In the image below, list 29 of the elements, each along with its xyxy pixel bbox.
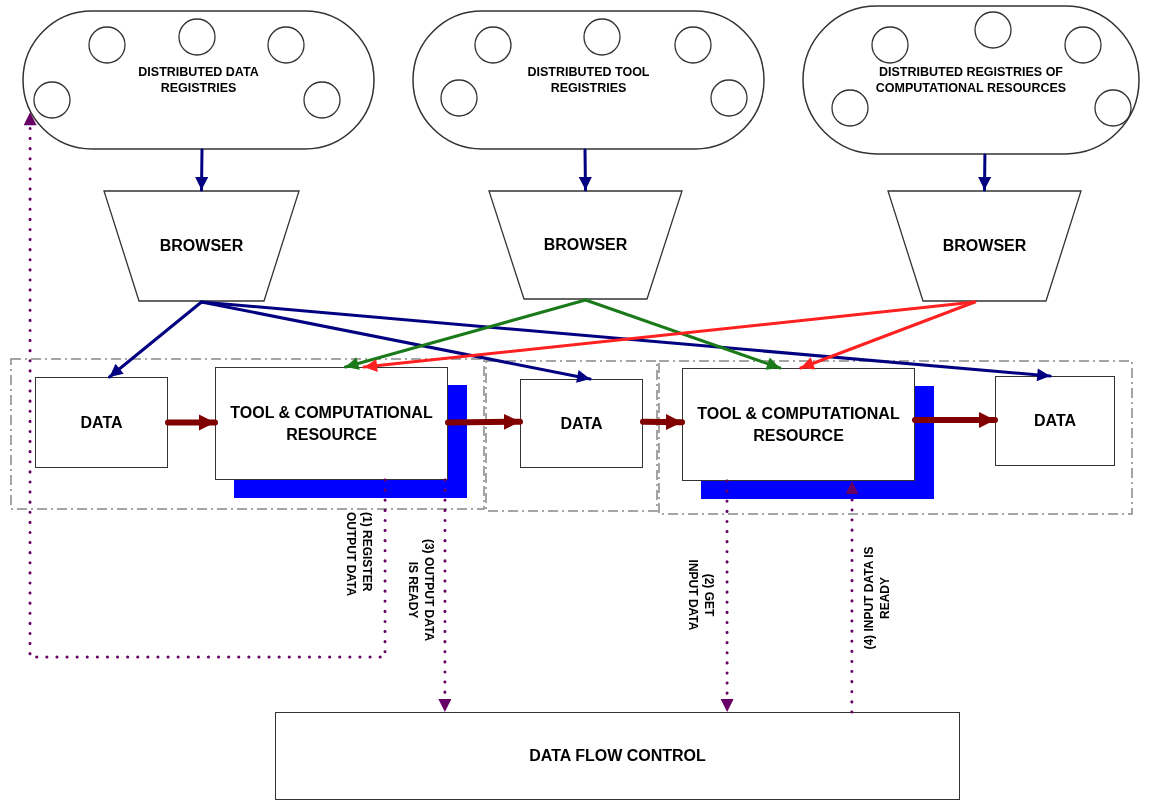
arrow <box>438 478 452 714</box>
registry-label: DISTRIBUTED TOOL REGISTRIES <box>526 63 651 97</box>
box-label: TOOL & COMPUTATIONAL RESOURCE <box>229 402 434 445</box>
arrow <box>912 412 998 429</box>
arrow <box>108 300 203 379</box>
arrow <box>195 148 209 192</box>
arrow <box>344 298 587 370</box>
arrow <box>720 479 734 714</box>
browser-label: BROWSER <box>543 235 628 255</box>
arrow <box>445 413 523 430</box>
arrow <box>845 479 859 714</box>
arrow <box>23 110 387 659</box>
arrow <box>578 148 592 192</box>
box-label: DATA FLOW CONTROL <box>529 746 706 767</box>
box-label: DATA <box>1033 411 1077 432</box>
arrow <box>978 153 992 192</box>
arrow <box>200 300 1052 382</box>
registry-label: DISTRIBUTED REGISTRIES OF COMPUTATIONAL RESOURCES <box>874 63 1068 97</box>
box-label: DATA <box>560 413 603 434</box>
browser-label: BROWSER <box>942 236 1027 256</box>
registry-label: DISTRIBUTED DATA REGISTRIES <box>137 63 260 97</box>
arrow <box>584 298 782 370</box>
arrow <box>640 414 685 430</box>
browser-label: BROWSER <box>159 236 244 256</box>
box-label: DATA <box>80 412 123 433</box>
arrow <box>799 300 977 370</box>
arrow <box>165 414 218 431</box>
arrow <box>200 300 592 383</box>
box-label: TOOL & COMPUTATIONAL RESOURCE <box>696 403 901 446</box>
